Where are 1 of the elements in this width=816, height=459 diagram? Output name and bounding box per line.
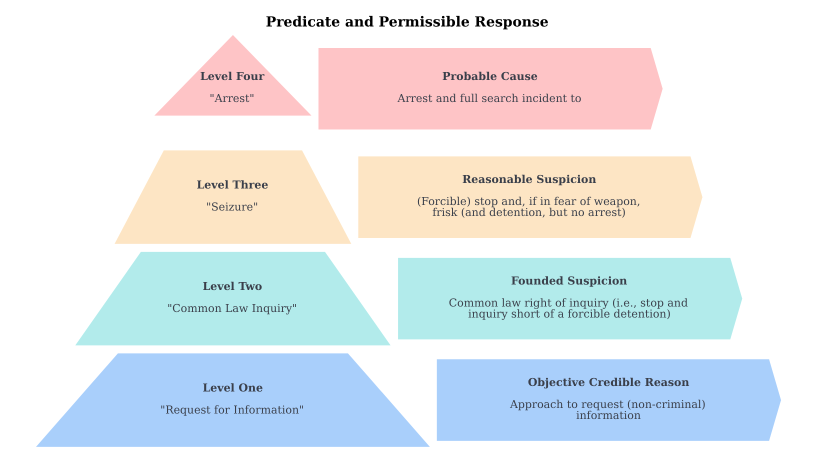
diagram-title: Predicate and Permissible Response <box>265 14 548 30</box>
